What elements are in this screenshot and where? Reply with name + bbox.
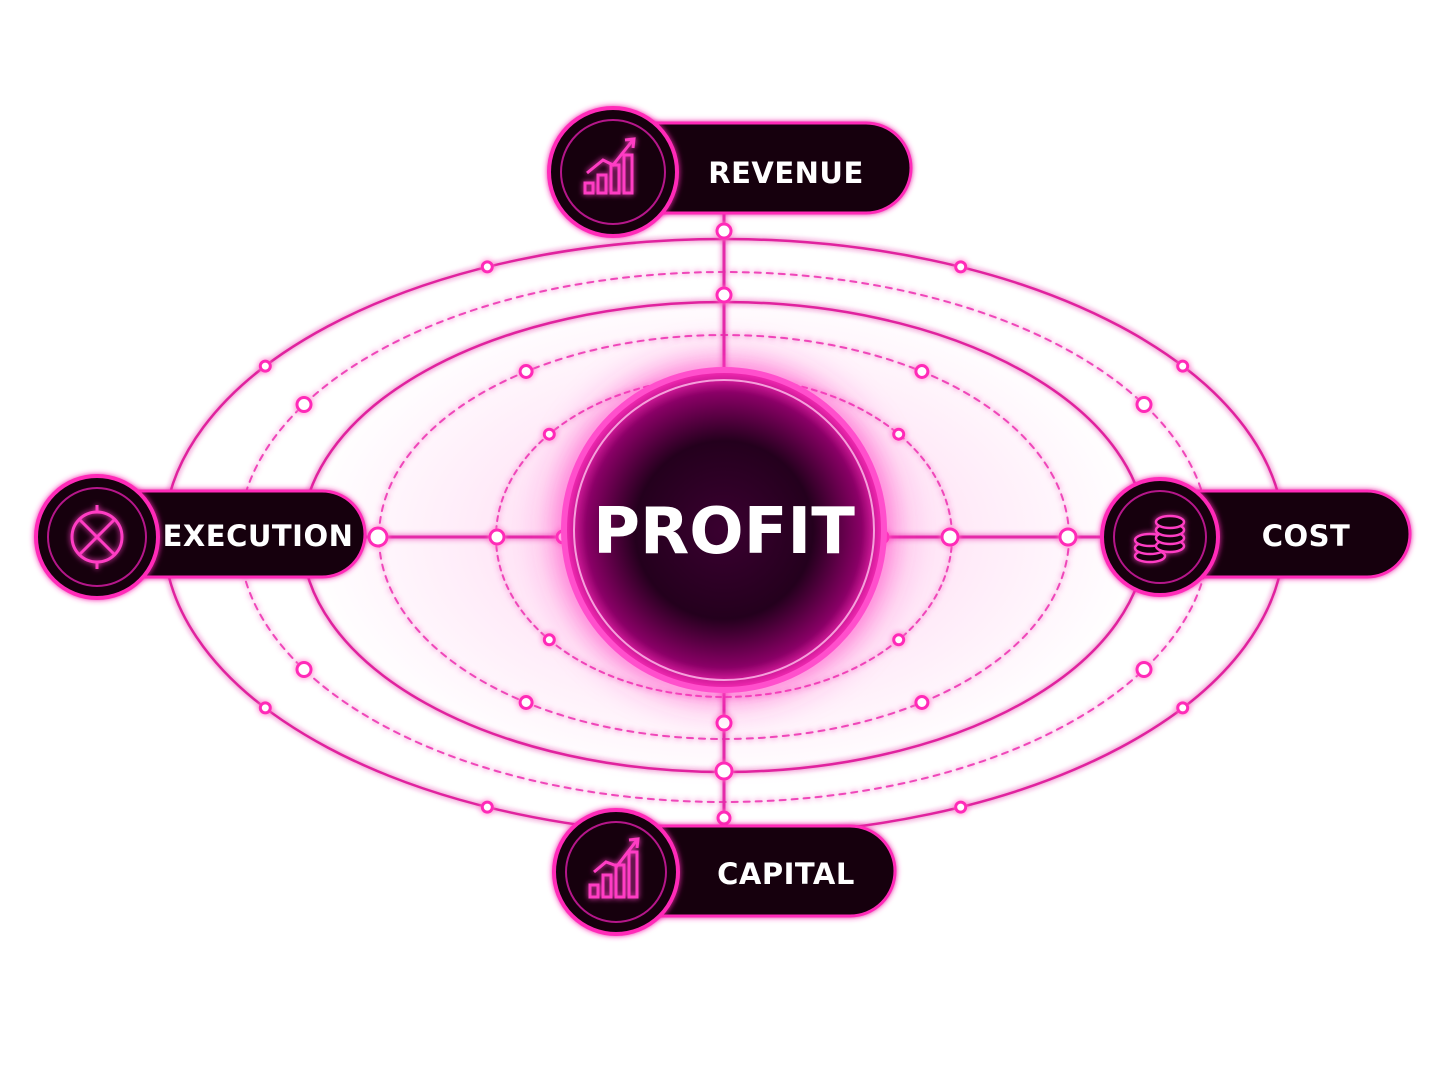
revenue-icon-inner-ring	[560, 119, 666, 225]
orbit-dot	[295, 661, 313, 678]
orbit-dots	[258, 222, 1190, 826]
growth-chart-icon	[583, 137, 636, 195]
orbit-dot	[1176, 359, 1190, 373]
profit-orb: PROFIT	[549, 355, 899, 705]
orbit-dot	[480, 800, 494, 814]
orbit-dot	[954, 800, 968, 814]
orbit-dot	[488, 528, 506, 546]
growth-chart-icon	[588, 837, 640, 899]
capital-label: CAPITAL	[717, 857, 855, 891]
execution-node[interactable]: EXECUTION	[34, 474, 367, 600]
orbit-dot	[1135, 661, 1153, 678]
capital-icon-inner-ring	[565, 821, 667, 923]
orbit-dot	[715, 714, 733, 732]
cost-label: COST	[1262, 519, 1351, 553]
capital-node[interactable]: CAPITAL	[552, 808, 897, 936]
execution-icon-inner-ring	[47, 487, 147, 587]
cost-node[interactable]: COST	[1100, 477, 1412, 597]
orbit-dot	[542, 633, 556, 647]
orbit-dot	[914, 695, 930, 710]
coin-stack-icon	[1133, 514, 1186, 564]
orbit-dot	[1176, 701, 1190, 715]
orbit-dot	[1058, 527, 1078, 547]
orb-ring-inner	[573, 379, 875, 681]
orbit-dot	[295, 396, 313, 413]
orbit-dot	[258, 701, 272, 715]
orb-ring	[561, 367, 887, 693]
orbit-dot	[715, 222, 733, 240]
orbit-dot	[914, 364, 930, 379]
orbit-dot	[1135, 396, 1153, 413]
target-cross-icon	[70, 505, 124, 569]
orbit-dot	[258, 359, 272, 373]
orbit-dot	[716, 810, 732, 826]
orbit-dot	[714, 761, 734, 781]
orbit-dot	[542, 427, 556, 441]
orbit-dot	[954, 260, 968, 274]
execution-label: EXECUTION	[163, 519, 354, 553]
orb-body	[562, 368, 886, 692]
orbit-dot	[518, 364, 534, 379]
revenue-node[interactable]: REVENUE	[547, 106, 913, 238]
orbit-dot	[367, 526, 389, 548]
center-label: PROFIT	[593, 495, 855, 569]
orbit-dot	[518, 695, 534, 710]
orbit-dot	[892, 427, 906, 441]
orbit-dot	[715, 286, 733, 304]
orbit-dot	[940, 527, 960, 547]
revenue-label: REVENUE	[708, 156, 864, 190]
orbit-dot	[480, 260, 494, 274]
orbit-dot	[892, 633, 906, 647]
cost-icon-inner-ring	[1113, 490, 1207, 584]
revenue-icon-badge	[547, 106, 679, 238]
